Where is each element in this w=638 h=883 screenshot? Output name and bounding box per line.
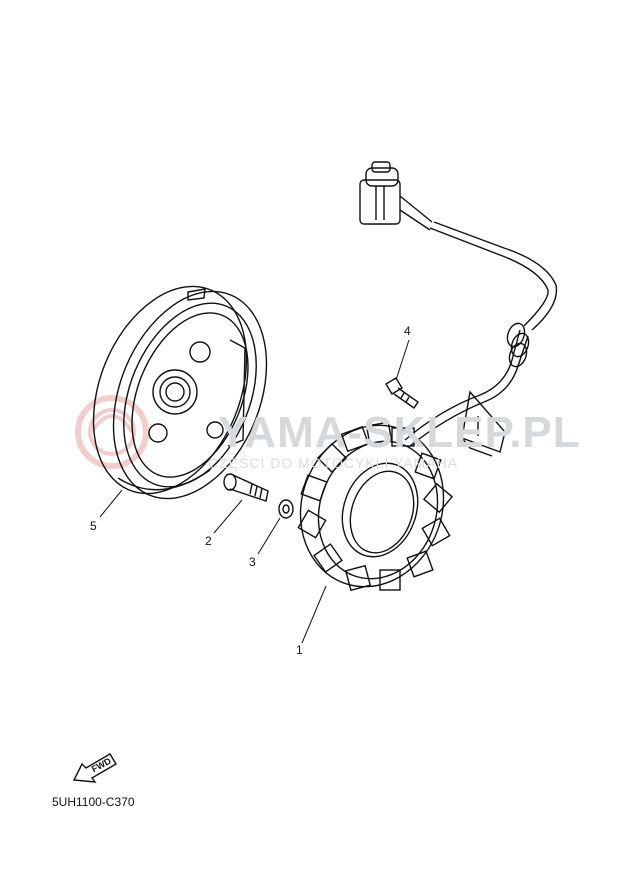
flywheel-rotor bbox=[92, 285, 268, 500]
callout-3: 3 bbox=[249, 555, 256, 569]
watermark-logo bbox=[75, 395, 149, 469]
stator-screw bbox=[385, 377, 419, 409]
callout-4: 4 bbox=[404, 324, 411, 338]
watermark-sub-text: CZĘŚCI DO MOTOCYKLI YAMAHA bbox=[208, 455, 459, 471]
flywheel-bolt bbox=[223, 473, 269, 502]
callout-1: 1 bbox=[296, 643, 303, 657]
forward-arrow-icon bbox=[72, 753, 117, 783]
washer bbox=[278, 499, 294, 519]
diagram-code: 5UH1100-C370 bbox=[52, 795, 135, 809]
callout-2: 2 bbox=[205, 534, 212, 548]
stator-coil bbox=[297, 161, 558, 592]
leader-lines bbox=[99, 339, 410, 644]
watermark-main-text: YAMA-SKLEP.PL bbox=[218, 408, 581, 457]
callout-5: 5 bbox=[90, 519, 97, 533]
